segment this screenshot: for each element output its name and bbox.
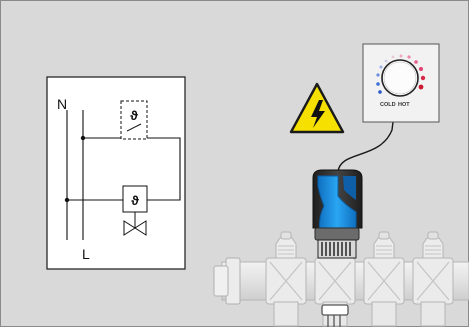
- thermostat-cable: [337, 121, 394, 173]
- live-label: L: [82, 246, 90, 262]
- temperature-scale: [376, 54, 426, 94]
- manifold: [213, 231, 469, 327]
- cold-label: COLD: [380, 102, 396, 108]
- high-voltage-warning-icon: [289, 82, 345, 134]
- hot-label: HOT: [398, 102, 410, 108]
- thermostat-symbol: ϑ: [130, 108, 138, 123]
- room-thermostat: COLD HOT: [362, 43, 440, 123]
- schematic-panel: [46, 76, 186, 270]
- thermostat-switch-symbol: ϑ: [120, 100, 148, 140]
- valve-symbol: [123, 220, 147, 236]
- actuator-symbol: ϑ: [122, 185, 148, 236]
- wiring-schematic: N L ϑ ϑ: [46, 76, 186, 270]
- actuator: [312, 121, 394, 259]
- neutral-label: N: [57, 96, 67, 112]
- actuator-symbol-glyph: ϑ: [131, 193, 139, 208]
